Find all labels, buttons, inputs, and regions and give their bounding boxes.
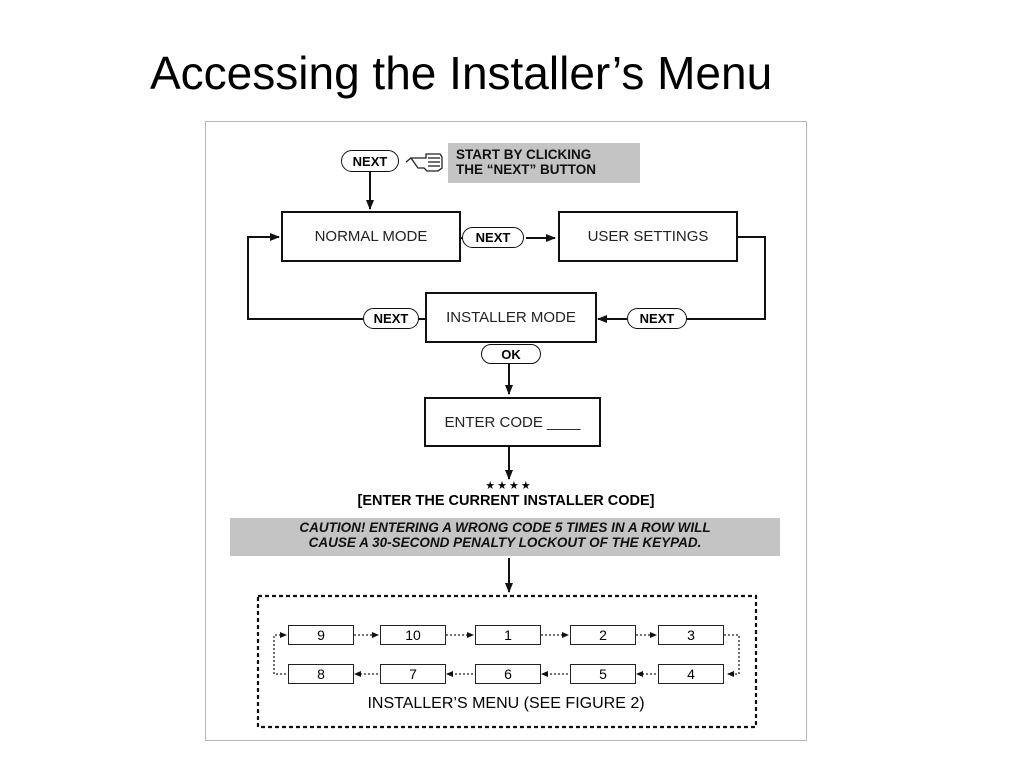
connector-lines — [247, 153, 766, 729]
menu-item-7[interactable]: 7 — [380, 664, 446, 684]
start-hint-line1: START BY CLICKING — [456, 147, 592, 162]
menu-item-2[interactable]: 2 — [570, 625, 636, 645]
slide-title: Accessing the Installer’s Menu — [150, 47, 773, 99]
menu-item-1[interactable]: 1 — [475, 625, 541, 645]
installer-mode-box: INSTALLER MODE — [425, 292, 597, 343]
next-to-normal-mode-button[interactable]: NEXT — [363, 308, 419, 329]
installer-menu-caption: INSTALLER’S MENU (SEE FIGURE 2) — [367, 695, 645, 712]
start-hint-line2: THE “NEXT” BUTTON — [456, 162, 597, 177]
flowchart-figure: NEXT START BY CLICKING THE “NEXT” BUTTON… — [205, 121, 807, 741]
menu-item-9[interactable]: 9 — [288, 625, 354, 645]
pointing-hand-icon — [405, 153, 443, 172]
next-to-user-settings-button[interactable]: NEXT — [462, 227, 524, 248]
ok-button[interactable]: OK — [481, 344, 541, 364]
enter-code-box: ENTER CODE ____ — [424, 397, 601, 447]
caution-banner: CAUTION! ENTERING A WRONG CODE 5 TIMES I… — [230, 518, 780, 556]
start-hint: START BY CLICKING THE “NEXT” BUTTON — [448, 143, 640, 183]
caution-line1: CAUTION! ENTERING A WRONG CODE 5 TIMES I… — [299, 520, 711, 535]
menu-item-4[interactable]: 4 — [658, 664, 724, 684]
menu-item-3[interactable]: 3 — [658, 625, 724, 645]
menu-item-8[interactable]: 8 — [288, 664, 354, 684]
next-to-installer-mode-button[interactable]: NEXT — [627, 308, 687, 329]
menu-item-5[interactable]: 5 — [570, 664, 636, 684]
code-stars: ★★★★ — [485, 480, 533, 492]
caution-line2: CAUSE A 30-SECOND PENALTY LOCKOUT OF THE… — [308, 535, 702, 550]
start-next-button[interactable]: NEXT — [341, 150, 399, 172]
menu-item-10[interactable]: 10 — [380, 625, 446, 645]
menu-item-6[interactable]: 6 — [475, 664, 541, 684]
enter-code-instruction: [ENTER THE CURRENT INSTALLER CODE] — [357, 493, 655, 509]
user-settings-box: USER SETTINGS — [558, 211, 738, 262]
normal-mode-box: NORMAL MODE — [281, 211, 461, 262]
